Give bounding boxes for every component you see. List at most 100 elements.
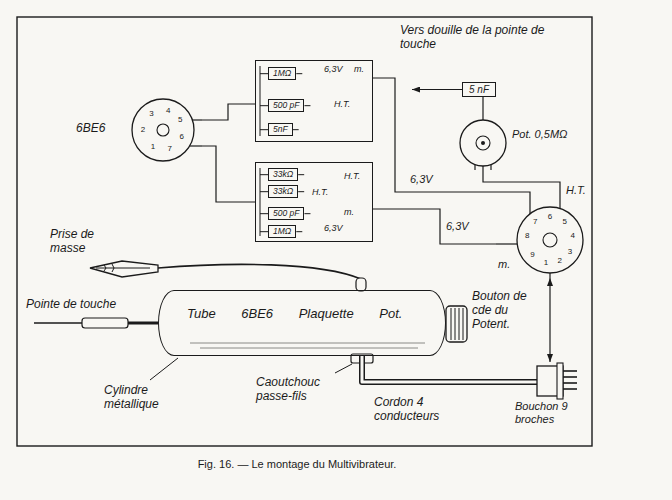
wire — [550, 278, 551, 362]
potentiometer-outline — [458, 116, 583, 170]
circuit-board: H.T.H.T.m.6,3V33kΩ33kΩ500 pF1MΩ — [255, 162, 373, 242]
component-lead — [260, 73, 268, 74]
component-lead — [260, 213, 268, 214]
resistor-symbol: 1MΩ — [268, 225, 296, 238]
part-label: Prise de masse — [50, 228, 118, 256]
terminal-label: m. — [344, 207, 354, 217]
component-lead — [298, 174, 304, 175]
pin-stub — [496, 243, 517, 244]
pin-number: 9 — [530, 251, 534, 259]
pin-stub — [549, 273, 550, 278]
plug-pin — [563, 388, 577, 390]
supply-label: 6,3V — [446, 220, 469, 233]
resistor-symbol: 1MΩ — [268, 67, 296, 80]
capacitor-symbol: 5nF — [268, 123, 293, 136]
socket-label: 6BE6 — [76, 122, 105, 136]
potentiometer: Pot. 0,5MΩ — [458, 116, 583, 170]
wire — [483, 170, 560, 204]
pin-number: 4 — [166, 107, 170, 115]
terminal-label: 6,3V — [324, 64, 343, 74]
wire-line — [483, 170, 560, 204]
capacitor-symbol: 500 pF — [268, 207, 304, 220]
cylinder-shading — [190, 343, 425, 348]
component-value: 33kΩ — [273, 170, 293, 179]
pin-stub — [190, 145, 202, 146]
note-label: Vers douille de la pointe de touche — [400, 24, 550, 52]
terminal-label: H.T. — [334, 99, 350, 109]
plug-pin — [563, 382, 577, 384]
alligator-clip — [90, 261, 158, 277]
component-value: 5 nF — [469, 84, 489, 95]
component-value: 500 pF — [273, 209, 299, 218]
pin-number: 2 — [557, 257, 561, 265]
wire — [373, 209, 496, 244]
terminal-label: H.T. — [312, 187, 328, 197]
potentiometer-label: Pot. 0,5MΩ — [512, 128, 567, 141]
potentiometer-knob — [446, 306, 467, 342]
wire-line — [373, 209, 496, 244]
plug-flange — [557, 363, 563, 399]
board-rail — [260, 66, 261, 136]
part-label: Pointe de touche — [26, 298, 116, 312]
cable-outer — [362, 356, 513, 382]
pin-number: 8 — [525, 232, 529, 240]
figure-caption: Fig. 16. — Le montage du Multivibrateur. — [97, 458, 497, 471]
wire-line — [373, 78, 530, 204]
component-lead — [296, 73, 302, 74]
pin-stub — [192, 119, 202, 120]
probe-shaft — [128, 322, 158, 325]
plug-pin — [563, 370, 577, 372]
terminal-label: m. — [354, 64, 364, 74]
component-value: 5nF — [273, 125, 288, 134]
terminal-label: H.T. — [344, 171, 360, 181]
pin-number: 5 — [563, 218, 567, 226]
part-label: Bouton de cde du Potent. — [472, 290, 538, 331]
component-lead — [260, 191, 268, 192]
component-lead — [304, 213, 310, 214]
resistor-symbol: 33kΩ — [268, 185, 298, 198]
metal-cylinder: Tube 6BE6 Plaquette Pot. — [158, 290, 446, 356]
resistor-symbol: 33kΩ — [268, 168, 298, 181]
component-value: 500 pF — [273, 101, 299, 110]
part-label: Cordon 4 conducteurs — [374, 396, 458, 424]
component-lead — [260, 129, 268, 130]
component-value: 1MΩ — [273, 69, 291, 78]
clip-teeth — [96, 264, 150, 272]
capacitor-symbol: 500 pF — [268, 99, 304, 112]
component-lead — [298, 191, 304, 192]
component-lead — [260, 231, 268, 232]
supply-label: 6,3V — [410, 173, 433, 186]
wire-line — [202, 104, 255, 120]
plug-pin — [563, 376, 577, 378]
pin-number: 4 — [570, 232, 574, 240]
socket-rim — [517, 207, 583, 273]
component-lead — [296, 231, 302, 232]
plug-label: Bouchon 9 broches — [515, 400, 573, 425]
ground-wire — [158, 264, 361, 279]
wire-line — [202, 146, 255, 202]
pin-number: 1 — [151, 143, 155, 151]
part-label: Caoutchouc passe-fils — [256, 376, 346, 404]
signal-arrow — [412, 89, 462, 90]
supply-label: H.T. — [566, 184, 586, 197]
probe-handle — [82, 318, 128, 328]
circuit-board: 6,3V m. H.T. 1MΩ 500 pF 5nF — [255, 60, 373, 142]
pin-number: 6 — [548, 213, 552, 221]
cable — [362, 356, 513, 382]
pin-number: 5 — [178, 116, 182, 124]
pin-number: 7 — [168, 145, 172, 153]
cable-inner — [362, 356, 513, 382]
cylinder-label: Tube 6BE6 Plaquette Pot. — [187, 307, 402, 322]
wire-line — [482, 97, 483, 116]
part-label: Cylindre métallique — [104, 384, 184, 412]
probe-needle — [34, 322, 82, 324]
pin-number: 7 — [533, 218, 537, 226]
tube-socket: 6BE61234567 — [72, 96, 202, 166]
potentiometer-shaft — [476, 136, 490, 150]
wire — [373, 78, 530, 204]
socket-rim — [132, 99, 194, 161]
cord-stub — [513, 379, 537, 385]
component-lead — [293, 129, 299, 130]
component-value: 1MΩ — [273, 227, 291, 236]
leader-line — [335, 364, 352, 373]
